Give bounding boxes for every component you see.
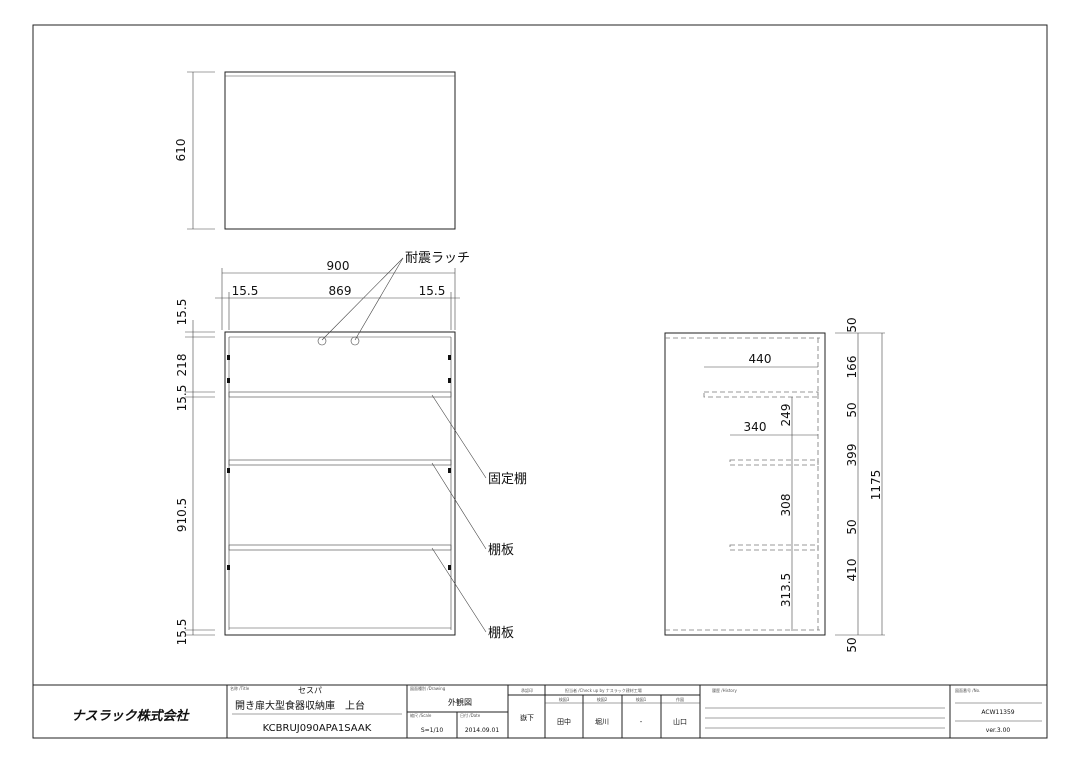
check-role: 検図2 bbox=[597, 696, 608, 702]
date: 2014.09.01 bbox=[465, 727, 500, 734]
label-latch: 耐震ラッチ bbox=[405, 251, 470, 266]
dim-v-lower: 910.5 bbox=[175, 498, 189, 532]
product-name: 開き扉大型食器収納庫 上台 bbox=[235, 699, 365, 712]
label-shelf-1: 棚板 bbox=[488, 543, 514, 558]
label-fixed-shelf: 固定棚 bbox=[488, 472, 527, 487]
series: セスパ bbox=[298, 686, 322, 695]
scale: S=1/10 bbox=[421, 727, 443, 734]
history-caption: 履歴 /History bbox=[712, 687, 737, 693]
version: ver.3.00 bbox=[986, 727, 1011, 734]
checker-name: 山口 bbox=[673, 717, 687, 726]
title-block: ナスラック株式会社 名称 /Title セスパ 開き扉大型食器収納庫 上台 KC… bbox=[32, 684, 1048, 739]
dim-depth: 610 bbox=[174, 139, 188, 162]
company-logo: ナスラック株式会社 bbox=[71, 708, 190, 724]
dim-v-top: 15.5 bbox=[175, 299, 189, 326]
label-shelf-2: 棚板 bbox=[488, 626, 514, 641]
dim-r4: 399 bbox=[845, 444, 859, 467]
side-view: 440 340 249 308 313.5 50 166 50 399 50 4… bbox=[664, 317, 885, 653]
approval-caption: 承認印 bbox=[521, 687, 533, 693]
top-view: 610 bbox=[174, 71, 456, 230]
dim-total: 1175 bbox=[869, 470, 883, 501]
checker-name: 堀川 bbox=[595, 717, 609, 726]
dim-r6: 410 bbox=[845, 559, 859, 582]
dim-v-fixed: 15.5 bbox=[175, 385, 189, 412]
dim-v-bottom: 15.5 bbox=[175, 619, 189, 646]
check-caption: 担当者 /Check up by ナスラック建材工場 bbox=[565, 687, 642, 693]
dim-r2: 166 bbox=[845, 356, 859, 379]
dim-r7: 50 bbox=[845, 637, 859, 652]
drawing-number: ACW11359 bbox=[981, 709, 1014, 716]
dim-r3: 50 bbox=[845, 402, 859, 417]
dim-249: 249 bbox=[779, 404, 793, 427]
checker-name: 田中 bbox=[557, 717, 571, 726]
dim-width: 900 bbox=[327, 259, 350, 273]
date-caption: 日付 /Date bbox=[460, 712, 481, 718]
title-caption: 名称 /Title bbox=[230, 685, 250, 691]
checker-name: - bbox=[640, 718, 643, 726]
dim-v-upper: 218 bbox=[175, 354, 189, 377]
dim-308: 308 bbox=[779, 494, 793, 517]
model-number: KCBRUJ090APA1SAAK bbox=[263, 723, 372, 734]
drawing-caption: 図面種別 /Drawing bbox=[410, 685, 446, 691]
dim-inner: 869 bbox=[329, 284, 352, 298]
check-role: 検図1 bbox=[636, 696, 647, 702]
scale-caption: 縮尺 /Scale bbox=[410, 712, 432, 718]
no-caption: 図面番号 /No. bbox=[955, 687, 980, 693]
front-view: 900 15.5 869 15.5 15.5 218 15.5 910.5 15… bbox=[175, 251, 527, 645]
approver: 嶽下 bbox=[520, 714, 534, 722]
dim-r5: 50 bbox=[845, 519, 859, 534]
dim-right: 15.5 bbox=[419, 284, 446, 298]
dim-r1: 50 bbox=[845, 317, 859, 332]
dim-313-5: 313.5 bbox=[779, 573, 793, 607]
dim-440: 440 bbox=[749, 352, 772, 366]
dim-340: 340 bbox=[744, 420, 767, 434]
check-role: 作図 bbox=[676, 696, 684, 702]
dim-left: 15.5 bbox=[232, 284, 259, 298]
check-role: 検図3 bbox=[559, 696, 570, 702]
drawing-type: 外観図 bbox=[448, 697, 472, 707]
